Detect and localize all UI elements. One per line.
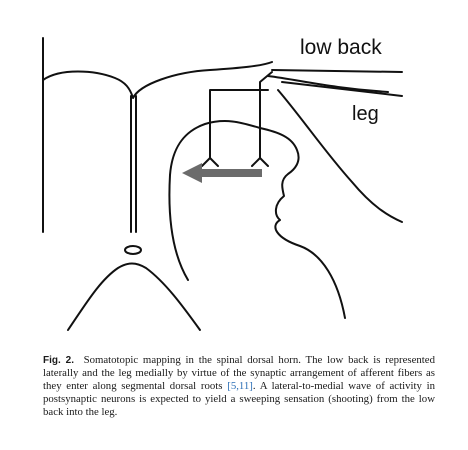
terminal-fork-left — [201, 157, 219, 167]
leg-label: leg — [352, 103, 379, 125]
low-back-fiber-lower — [271, 69, 403, 73]
dorsal-horn-outline — [42, 61, 273, 99]
lateral-curve — [277, 89, 403, 223]
spinal-dorsal-horn-diagram — [42, 37, 403, 331]
figure-number: Fig. 2. — [43, 355, 74, 366]
low-back-label: low back — [300, 36, 382, 59]
ventral-horn-outline — [67, 262, 201, 331]
afferent-terminal-left — [209, 89, 269, 159]
figure-caption: Fig. 2. Somatotopic mapping in the spina… — [43, 354, 435, 419]
central-canal — [124, 245, 142, 255]
caption-text-1: Somatotopic mapping in the spinal dorsal… — [43, 354, 435, 393]
terminal-fork-right — [251, 157, 269, 167]
caption-text-2: . A lateral-to-medial wave of activity i… — [43, 380, 436, 419]
low-back-fiber-branch — [267, 75, 389, 93]
citation-link[interactable]: [5,11] — [227, 380, 253, 393]
lateral-to-medial-arrow — [182, 163, 262, 183]
leg-fiber — [281, 81, 403, 97]
right-horn-boundary — [168, 120, 346, 319]
afferent-terminal-right — [259, 71, 273, 159]
